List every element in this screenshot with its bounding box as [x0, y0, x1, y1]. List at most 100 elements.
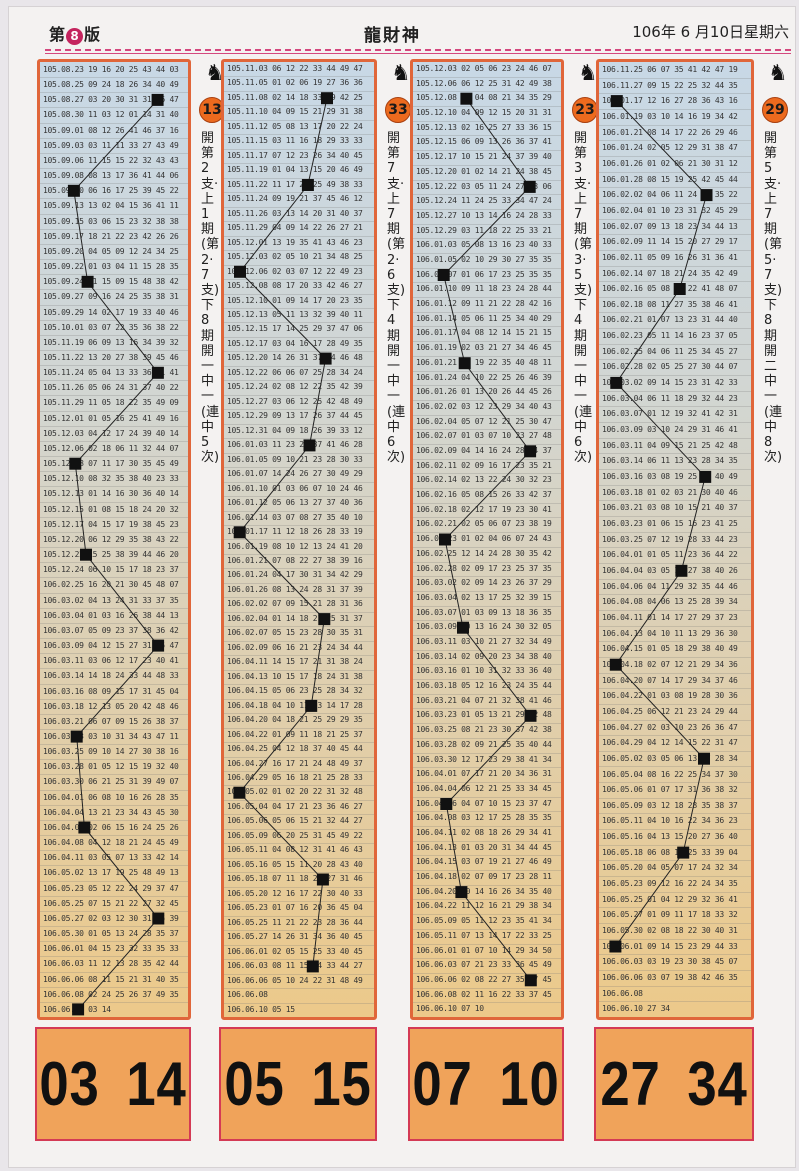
table-row: 105.12.13 02 16 25 27 33 36 15 — [413, 121, 561, 137]
table-row: 106.11.27 09 15 22 25 32 44 35 — [599, 78, 751, 95]
row-text: 106.02.18 02 12 17 19 23 30 41 — [416, 504, 552, 514]
table-row: 105.11.12 05 08 13 17 20 22 24 — [224, 120, 374, 136]
row-text: 106.06.06 05 10 24 22 31 48 49 — [227, 975, 363, 985]
row-text: 106.04.22 11 12 16 21 29 38 34 — [416, 901, 552, 911]
table-row: 106.04.06 04 07 10 15 23 37 47 — [413, 797, 561, 813]
row-text: 106.03.02 09 14 15 23 31 42 33 — [602, 378, 738, 388]
number-badge: 23 — [572, 97, 598, 123]
row-text: 106.03.02 04 13 24 31 33 37 35 — [43, 595, 179, 605]
result-number: 10 — [499, 1049, 560, 1119]
result-box: 07 10 — [408, 1027, 564, 1141]
row-text: 106.03.14 02 09 20 23 34 38 40 — [416, 651, 552, 661]
row-text: 106.04.08 04 12 18 21 24 45 49 — [43, 838, 179, 848]
row-text: 106.01.24 02 05 12 29 31 38 47 — [602, 143, 738, 153]
row-text: 106.03.28 02 09 21 25 35 40 44 — [416, 739, 552, 749]
row-text: 106.02.07 09 13 18 23 34 44 13 — [602, 221, 738, 231]
row-text: 105.09.06 11 15 15 22 32 43 43 — [43, 155, 179, 165]
row-text: 105.12.17 04 15 17 19 38 45 23 — [43, 519, 179, 529]
row-text: 105.11.26 05 06 24 31 37 40 22 — [43, 383, 179, 393]
highlight-marker — [78, 821, 91, 834]
row-text: 106.02.23 05 11 14 16 23 37 05 — [602, 331, 738, 341]
row-text: 106.04.18 04 10 11 13 14 17 28 — [227, 700, 363, 710]
table-row: 106.04.04 13 21 23 34 43 45 30 — [40, 805, 188, 821]
table-row: 106.02.28 02 09 17 23 25 37 35 — [413, 562, 561, 578]
table-row: 105.09.20 04 05 09 12 24 34 25 — [40, 244, 188, 261]
table-row: 105.12.13 01 14 16 30 36 40 14 — [40, 486, 188, 503]
highlight-marker — [152, 912, 165, 925]
row-text: 106.06.01 04 15 23 32 33 35 33 — [43, 944, 179, 954]
result-box: 05 15 — [219, 1027, 377, 1141]
result-number: 05 — [224, 1049, 285, 1119]
table-row: 106.02.23 01 02 04 06 07 24 43 — [413, 532, 561, 548]
row-text: 105.12.08 07 11 17 30 35 45 49 — [43, 459, 179, 469]
table-row: 106.03.28 01 05 12 15 19 32 40 — [40, 759, 188, 776]
row-text: 106.04.13 10 15 17 18 24 31 38 — [227, 671, 363, 681]
table-row: 105.12.15 01 08 15 18 24 20 32 — [40, 502, 188, 518]
row-text: 106.04.15 03 07 19 21 27 46 49 — [416, 857, 552, 867]
rule-text: 開第7支‧上7期(第2‧6支)下4期開一中一(連中6次) — [387, 131, 406, 466]
row-text: 106.03.18 12 13 05 20 42 48 46 — [43, 701, 179, 711]
result-number: 15 — [311, 1049, 372, 1119]
row-text: 106.03.21 04 07 21 32 38 41 46 — [416, 695, 552, 705]
side-panel: ♞ 33 開第7支‧上7期(第2‧6支)下4期開一中一(連中6次) — [383, 59, 423, 559]
table-row: 106.01.12 05 06 13 27 37 40 36 — [224, 496, 374, 512]
table-row: 105.12.01 01 05 16 25 41 49 16 — [40, 411, 188, 427]
table-row: 105.11.22 13 20 27 38 39 45 46 — [40, 350, 188, 367]
table-row: 106.01.14 03 07 08 27 35 40 10 — [224, 511, 374, 527]
row-text: 106.04.29 04 12 14 15 22 31 47 — [602, 738, 738, 748]
row-text: 106.03.07 01 12 19 32 41 42 31 — [602, 409, 738, 419]
table-row: 106.02.14 07 18 21 24 35 42 49 — [599, 266, 751, 283]
row-text: 106.05.06 05 06 15 21 32 44 27 — [227, 816, 363, 826]
row-text: 106.03.09 03 10 24 29 31 46 41 — [602, 425, 738, 435]
edition-number: 8 — [66, 28, 84, 45]
table-row: 106.02.07 09 13 18 23 34 44 13 — [599, 219, 751, 236]
table-row: 105.12.31 04 09 18 26 39 33 12 — [224, 424, 374, 440]
table-row: 106.04.13 04 10 11 13 29 36 30 — [599, 626, 751, 643]
table-row: 106.04.08 03 12 17 25 28 35 35 — [413, 811, 561, 827]
row-text: 106.02.07 05 15 23 28 30 35 31 — [227, 628, 363, 638]
row-text: 106.03.09 04 12 15 27 31 45 47 — [43, 641, 179, 651]
row-text: 106.02.04 01 10 23 31 32 45 29 — [602, 205, 738, 215]
table-row: 106.05.27 01 09 11 17 18 33 32 — [599, 907, 751, 925]
table-row: 106.06.08 02 11 16 22 33 37 45 — [413, 988, 561, 1004]
table-row: 106.03.23 03 10 31 34 43 47 11 — [40, 729, 188, 746]
table-row: 106.02.04 05 07 12 21 25 30 47 — [413, 415, 561, 431]
row-text: 106.05.04 04 17 21 23 36 46 27 — [227, 801, 363, 811]
row-text: 106.01.19 08 10 12 13 24 41 20 — [227, 541, 363, 551]
row-text: 106.06.01 01 07 10 14 29 34 50 — [416, 945, 552, 955]
row-text: 105.12.01 01 05 16 25 41 49 16 — [43, 413, 179, 423]
row-text: 106.06.10 07 10 — [416, 1004, 484, 1014]
table-row: 105.11.05 01 02 06 19 27 36 36 — [224, 76, 374, 92]
table-row: 105.12.29 03 11 18 22 25 33 21 — [413, 224, 561, 240]
table-row: 106.02.16 05 08 15 26 33 42 37 — [413, 488, 561, 504]
table-row: 106.05.30 02 08 18 22 30 40 31 — [599, 923, 751, 940]
table-row: 106.01.03 05 08 13 16 23 40 33 — [413, 238, 561, 254]
row-text: 106.05.09 06 20 25 31 45 49 22 — [227, 830, 363, 840]
row-text: 106.01.24 04 17 30 31 34 42 29 — [227, 570, 363, 580]
table-row: 106.06.03 08 11 15 24 33 44 27 — [224, 959, 374, 975]
table-row: 105.12.24 02 08 12 22 35 42 39 — [224, 380, 374, 396]
row-text: 105.12.27 03 06 12 25 42 48 49 — [227, 396, 363, 406]
row-text: 105.09.01 08 12 26 41 46 37 16 — [43, 125, 179, 135]
row-text: 106.06.03 07 21 23 33 36 45 49 — [416, 960, 552, 970]
table-row: 106.01.17 12 16 27 28 36 43 16 — [599, 93, 751, 110]
row-text: 106.02.28 02 09 17 23 25 37 35 — [416, 563, 552, 573]
row-text: 105.11.22 11 17 20 25 49 38 33 — [227, 179, 363, 189]
table-row: 106.02.09 04 14 16 24 28 34 37 — [413, 444, 561, 460]
connector-line — [614, 100, 708, 947]
table-row: 105.11.17 07 12 23 26 34 40 45 — [224, 149, 374, 165]
row-text: 106.05.06 01 07 17 31 36 38 32 — [602, 785, 738, 795]
table-row: 106.03.14 02 09 20 23 34 38 40 — [413, 650, 561, 666]
table-row: 105.12.22 15 25 38 39 44 46 20 — [40, 547, 188, 564]
table-row: 105.11.19 01 04 13 15 20 46 49 — [224, 163, 374, 179]
table-row: 106.02.14 02 13 22 24 30 32 23 — [413, 473, 561, 490]
row-text: 106.01.14 05 06 11 25 34 40 29 — [416, 313, 552, 323]
row-text: 105.12.01 13 19 35 41 43 46 23 — [227, 237, 363, 247]
table-row: 106.06.08 — [224, 988, 374, 1004]
table-row: 106.03.04 01 03 16 26 38 44 13 — [40, 608, 188, 624]
highlight-marker — [319, 352, 332, 365]
table-row: 106.03.07 01 12 19 32 41 42 31 — [599, 406, 751, 424]
table-row: 105.12.17 10 15 21 24 37 39 40 — [413, 150, 561, 166]
row-text: 106.03.14 06 11 13 23 28 34 35 — [602, 456, 738, 466]
